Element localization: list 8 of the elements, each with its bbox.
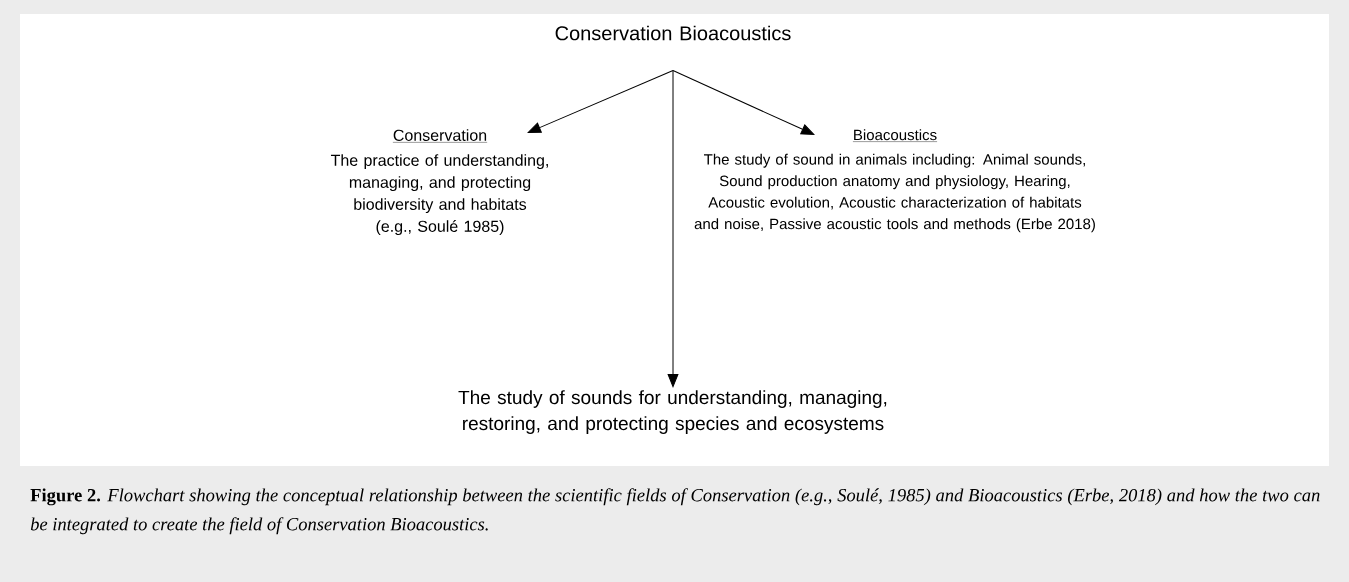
caption: Figure 2. Flowchart showing the conceptual relationship between the scientific fields of Conservation (e.g., Soulé, 1985) and Bioacoustics (Erbe, 2018) and how the two can be integrated to create the field of Conservation Bioacoustics. xyxy=(30,488,1320,535)
title-text: Conservation Bioacoustics xyxy=(555,25,791,41)
arrow xyxy=(527,70,674,133)
arrow xyxy=(667,70,679,388)
arrow xyxy=(672,70,815,135)
concept-block: Conservation The practice of understanding, managing, and protecting biodiversity and habitats (e.g., Soulé 1985) xyxy=(330,129,548,236)
concept-block: Bioacoustics The study of sound in animals including: Animal sounds, Sound production anatomy and physiology, Hearing, Acoustic evolution, Acoustic characterization of habitats and noise, Passive acoustic tools and methods (Erbe 2018) xyxy=(694,129,1095,233)
outcome-text: The study of sounds for understanding, managing, restoring, and protecting species and ecosystems xyxy=(458,390,887,434)
